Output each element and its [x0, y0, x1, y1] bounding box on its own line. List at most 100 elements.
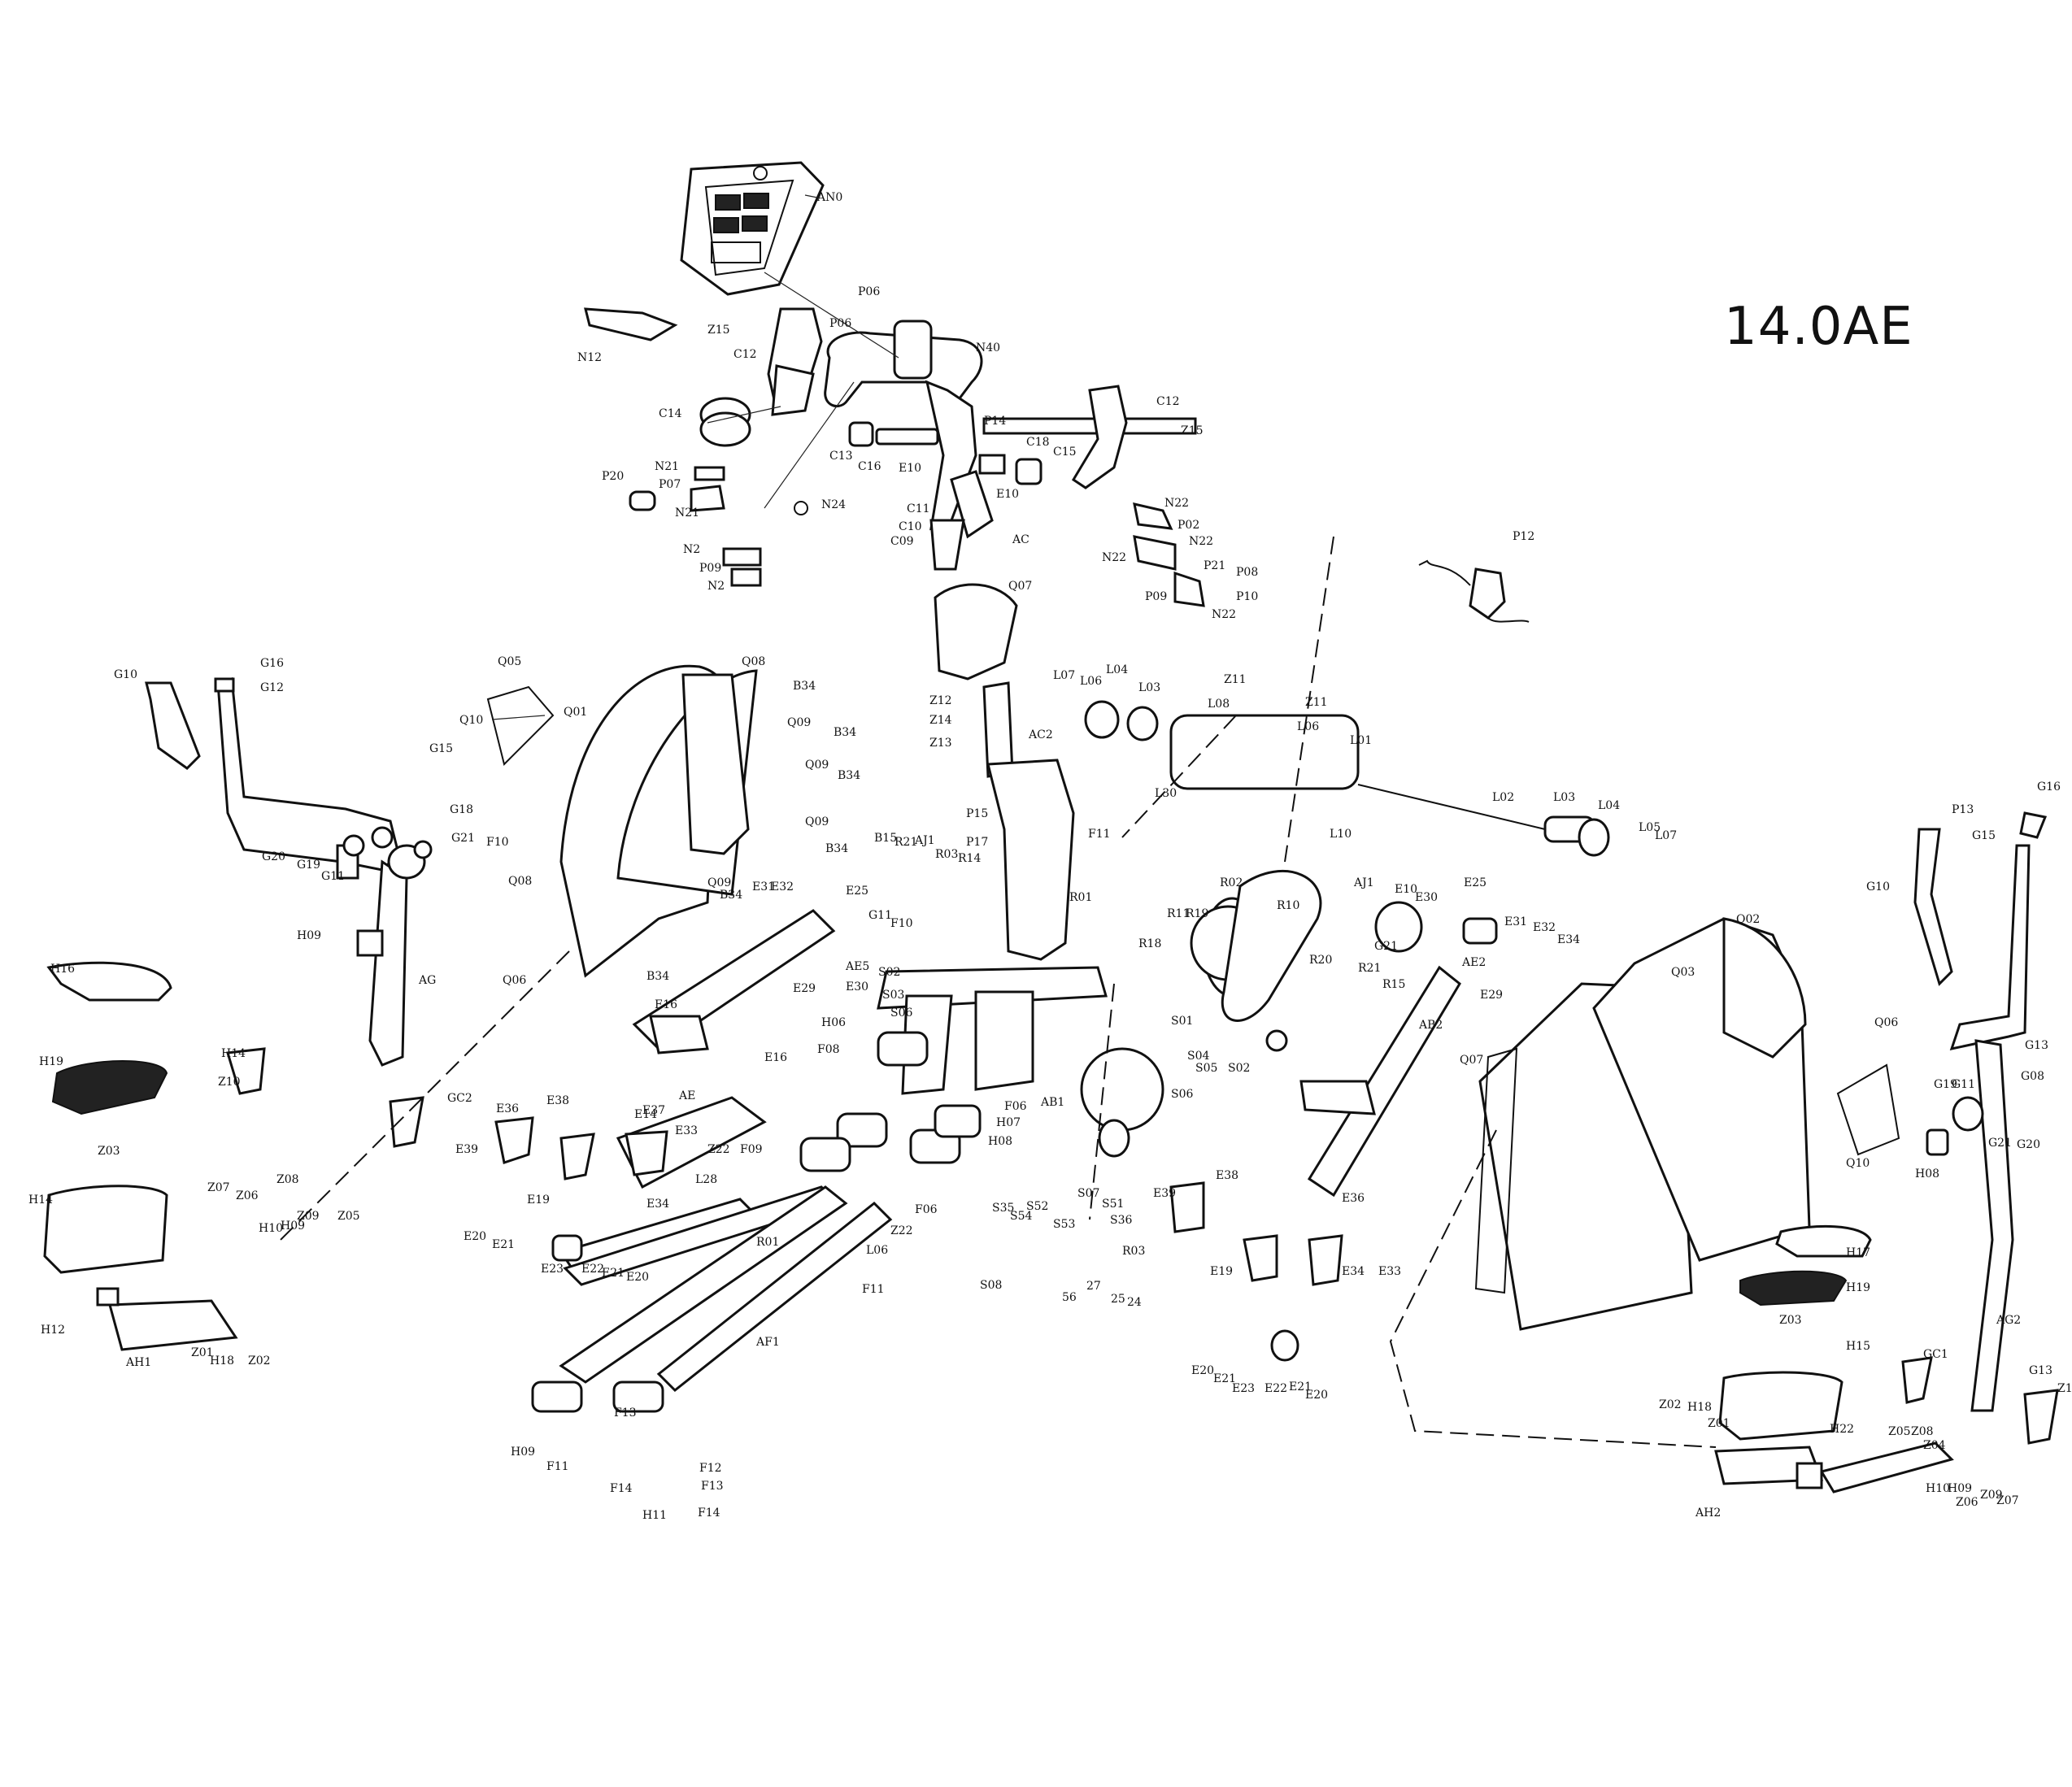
- label-c11: C11: [907, 502, 930, 515]
- label-n22: N22: [1164, 497, 1189, 510]
- label-z11b: Z11: [1305, 696, 1328, 709]
- label-q05: Q05: [498, 655, 521, 668]
- label-g15: G15: [429, 742, 453, 755]
- label-e34: E34: [646, 1198, 669, 1211]
- label-e38b: E38: [1216, 1169, 1238, 1182]
- label-f13: F13: [614, 1407, 637, 1420]
- label-l06c: L06: [866, 1244, 888, 1257]
- label-r11: R11: [1167, 907, 1190, 920]
- label-e21d: E21: [1289, 1380, 1312, 1394]
- label-f14: F14: [610, 1482, 633, 1495]
- label-g21: G21: [451, 832, 475, 845]
- label-s51: S51: [1102, 1198, 1124, 1211]
- label-e22b: E22: [1265, 1382, 1287, 1395]
- label-ac: AC: [1012, 533, 1029, 546]
- label-l03: L03: [1138, 681, 1160, 694]
- label-e38: E38: [546, 1094, 569, 1107]
- label-z14: Z14: [929, 714, 952, 727]
- label-p13: P13: [1952, 803, 1974, 816]
- label-g20: G20: [262, 850, 285, 863]
- label-e23b: E23: [1232, 1382, 1255, 1395]
- label-s06: S06: [890, 1007, 912, 1020]
- label-ag: AG: [418, 974, 436, 987]
- label-ag2: AG2: [1996, 1314, 2021, 1327]
- label-n21b: N21: [675, 507, 699, 520]
- label-h11: H11: [642, 1509, 667, 1522]
- label-h06: H06: [821, 1016, 846, 1029]
- label-z02: Z02: [248, 1354, 271, 1367]
- right-upper-arm: [1901, 811, 2059, 1445]
- label-an0: AN0: [816, 191, 842, 204]
- handlebar-part: [584, 272, 1205, 607]
- label-e34c: E34: [1342, 1265, 1365, 1278]
- label-b34e: B34: [720, 889, 742, 902]
- label-q07b: Q07: [1460, 1054, 1483, 1067]
- label-z10: Z10: [218, 1076, 241, 1089]
- model-title: 14.0AE: [1724, 297, 1913, 357]
- label-e32: E32: [771, 880, 794, 894]
- left-arm-ab1: [494, 909, 836, 1262]
- label-f11b: F11: [862, 1283, 885, 1296]
- label-q02: Q02: [1736, 913, 1760, 926]
- label-g21c: G21: [1988, 1137, 2012, 1150]
- label-h09d: H09: [1948, 1482, 1972, 1495]
- label-z11: Z11: [1224, 673, 1247, 686]
- label-c10: C10: [899, 520, 922, 533]
- label-c15: C15: [1053, 446, 1077, 459]
- label-e31: E31: [752, 880, 775, 894]
- label-r03: R03: [935, 848, 958, 861]
- label-z03: Z03: [98, 1145, 120, 1158]
- label-e30b: E30: [1415, 891, 1438, 904]
- label-s24: 24: [1127, 1296, 1142, 1309]
- label-l03b: L03: [1553, 791, 1575, 804]
- label-q08: Q08: [742, 655, 765, 668]
- label-f13b: F13: [701, 1480, 724, 1493]
- label-h09b: H09: [281, 1220, 305, 1233]
- label-z01b: Z01: [1708, 1417, 1730, 1430]
- label-g21b: G21: [1374, 940, 1398, 953]
- label-ac2: AC2: [1028, 728, 1053, 741]
- label-e36b: E36: [1342, 1192, 1365, 1205]
- label-c09: C09: [890, 535, 914, 548]
- label-p20: P20: [602, 470, 624, 483]
- label-n22d: N22: [1212, 608, 1236, 621]
- label-e29b: E29: [1480, 989, 1503, 1002]
- label-p09: P09: [699, 562, 721, 575]
- label-f09: F09: [740, 1143, 763, 1156]
- label-z09: Z09: [297, 1210, 320, 1223]
- label-q08b: Q08: [508, 875, 532, 888]
- label-s56: 56: [1062, 1291, 1077, 1304]
- label-z03b: Z03: [1779, 1314, 1802, 1327]
- rear-shroud-right: [1474, 917, 1900, 1331]
- label-ab2: AB2: [1418, 1019, 1443, 1032]
- label-p21: P21: [1204, 559, 1225, 572]
- label-r10: R10: [1277, 899, 1299, 912]
- dashed-leaders: [276, 536, 1717, 1448]
- label-s07: S07: [1077, 1187, 1099, 1200]
- label-p02: P02: [1177, 519, 1199, 532]
- label-p12: P12: [1513, 530, 1534, 543]
- label-q10: Q10: [459, 714, 483, 727]
- label-aj1b: AJ1: [1353, 876, 1374, 889]
- label-f06b: F06: [915, 1203, 938, 1216]
- label-h19b: H19: [1846, 1281, 1870, 1294]
- label-h14: H14: [221, 1047, 246, 1060]
- label-f11: F11: [1088, 828, 1111, 841]
- label-p07: P07: [659, 478, 681, 491]
- label-e21b: E21: [602, 1267, 625, 1280]
- label-f10b: F10: [890, 917, 913, 930]
- label-f14b: F14: [698, 1507, 720, 1520]
- label-s52: S52: [1026, 1200, 1048, 1213]
- label-e20d: E20: [1305, 1389, 1328, 1402]
- label-r02: R02: [1220, 876, 1243, 889]
- right-arm-ab2: [1169, 965, 1461, 1362]
- label-e25b: E25: [1464, 876, 1487, 889]
- label-e25: E25: [846, 885, 868, 898]
- label-e16b: E16: [764, 1051, 787, 1064]
- label-e10c: E10: [1395, 883, 1417, 896]
- label-z08b: Z08: [1911, 1425, 1934, 1438]
- label-z04: Z04: [1923, 1439, 1946, 1452]
- label-z07b: Z07: [1996, 1494, 2019, 1507]
- label-e10b: E10: [996, 488, 1019, 501]
- label-p14: P14: [984, 415, 1006, 428]
